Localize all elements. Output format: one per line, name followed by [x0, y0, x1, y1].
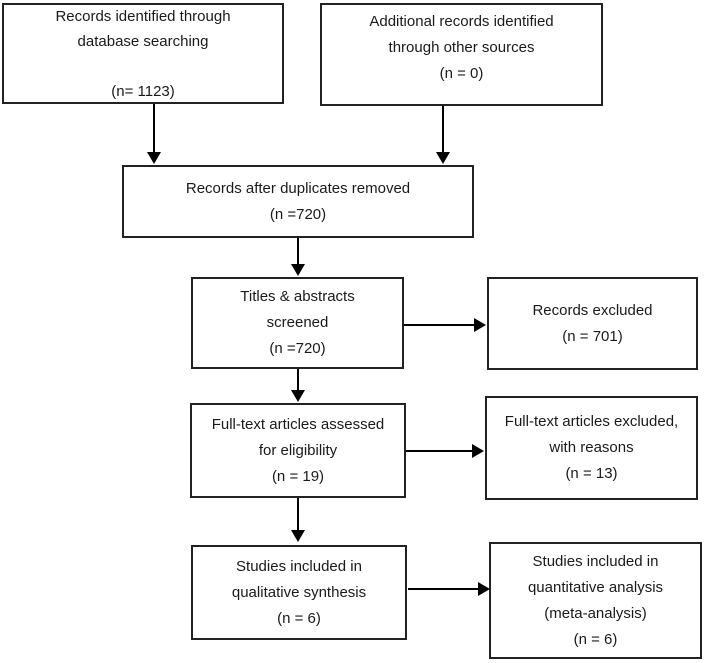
arrow-line [408, 588, 480, 590]
box-fulltext-excluded: Full-text articles excluded, with reason… [485, 396, 698, 500]
arrow-line [297, 238, 299, 266]
box-titles-screened-text: Titles & abstracts screened (n =720) [240, 288, 355, 357]
box-additional-records-text: Additional records identified through ot… [369, 12, 554, 82]
arrow-down-icon [291, 530, 305, 542]
box-records-excluded: Records excluded (n = 701) [487, 277, 698, 370]
box-records-excluded-text: Records excluded (n = 701) [532, 301, 653, 345]
arrow-line [406, 450, 474, 452]
arrow-right-icon [478, 582, 490, 596]
box-titles-screened: Titles & abstracts screened (n =720) [191, 277, 404, 369]
arrow-down-icon [291, 390, 305, 402]
box-fulltext-excluded-text: Full-text articles excluded, with reason… [504, 413, 679, 482]
arrow-line [297, 369, 299, 392]
box-duplicates-removed: Records after duplicates removed (n =720… [122, 165, 474, 238]
box-records-identified: Records identified through database sear… [2, 3, 284, 104]
box-records-identified-text: Records identified through database sear… [55, 7, 231, 100]
box-quantitative-analysis: Studies included in quantitative analysi… [489, 542, 702, 659]
arrow-right-icon [474, 318, 486, 332]
box-fulltext-assessed: Full-text articles assessed for eligibil… [190, 403, 406, 498]
box-additional-records: Additional records identified through ot… [320, 3, 603, 106]
arrow-right-icon [472, 444, 484, 458]
box-qualitative-synthesis: Studies included in qualitative synthesi… [191, 545, 407, 640]
box-quantitative-analysis-text: Studies included in quantitative analysi… [527, 552, 664, 648]
box-qualitative-synthesis-text: Studies included in qualitative synthesi… [231, 557, 367, 627]
arrow-down-icon [291, 264, 305, 276]
arrow-line [297, 498, 299, 532]
arrow-line [153, 104, 155, 154]
arrow-down-icon [147, 152, 161, 164]
box-fulltext-assessed-text: Full-text articles assessed for eligibil… [211, 415, 385, 485]
box-duplicates-removed-text: Records after duplicates removed (n =720… [185, 179, 411, 223]
arrow-line [442, 106, 444, 154]
arrow-down-icon [436, 152, 450, 164]
arrow-line [404, 324, 476, 326]
